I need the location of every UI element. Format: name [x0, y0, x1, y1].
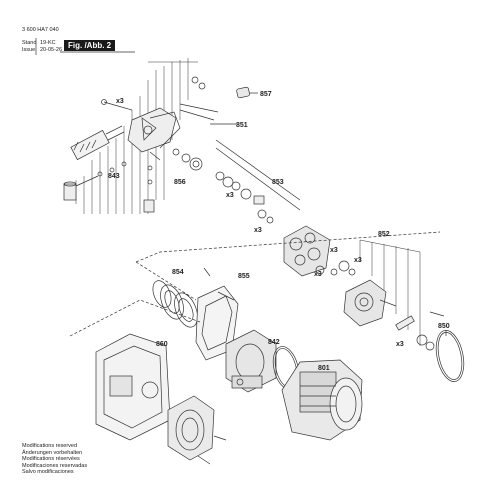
quantity-label: x3 — [330, 247, 338, 254]
quantity-label: x3 — [116, 98, 124, 105]
quantity-label: x3 — [226, 192, 234, 199]
footer-line: Änderungen vorbehalten — [22, 449, 83, 456]
bolt-top — [101, 99, 133, 111]
callout-843: 843 — [108, 173, 120, 180]
valve-chain-853 — [215, 139, 301, 224]
quantity-label: x3 — [254, 227, 262, 234]
o-ring-850 — [435, 330, 465, 382]
quantity-label: x3 — [396, 341, 404, 348]
leader-fan-852 — [359, 239, 421, 346]
valve-stack-left — [63, 161, 127, 201]
callout-860: 860 — [156, 341, 168, 348]
footer-line: Salvo modificaciones — [22, 469, 74, 476]
footer-line: Modifications réservées — [22, 456, 80, 463]
valve-chain-856 — [143, 148, 203, 213]
callout-852: 852 — [378, 231, 390, 238]
housing-860 — [69, 299, 201, 441]
quantity-label: x3 — [314, 271, 322, 278]
issue-label: Issue — [22, 47, 36, 53]
part-857 — [236, 86, 258, 99]
end-cap — [167, 395, 227, 465]
stand-label: Stand — [22, 40, 37, 46]
callout-855: 855 — [238, 273, 250, 280]
rings-854 — [152, 280, 198, 328]
motor-housing-801 — [281, 359, 363, 441]
motor-stator — [225, 329, 277, 393]
stand-value: 19-KC — [40, 40, 56, 46]
cylinder-843 — [70, 125, 125, 161]
callout-853: 853 — [272, 179, 284, 186]
footer-line: Modifications reserved — [22, 443, 78, 449]
pump-head-851 — [127, 107, 181, 153]
callout-842: 842 — [268, 339, 280, 346]
figure-label: Fig. /Abb. 2 — [64, 40, 116, 51]
callout-851: 851 — [236, 122, 248, 129]
callout-850: 850 — [438, 323, 450, 330]
pump-body-853 — [283, 225, 331, 277]
callout-854: 854 — [172, 269, 184, 276]
footer-line: Modificaciones reservadas — [22, 462, 88, 469]
callout-801: 801 — [318, 365, 330, 372]
callout-857: 857 — [260, 91, 272, 98]
bearing-housing-852 — [343, 279, 435, 351]
quantity-label: x3 — [354, 257, 362, 264]
doc-number: 3 600 HA7 040 — [22, 27, 59, 33]
footer-notes: Modifications reserved Änderungen vorbeh… — [22, 443, 87, 476]
callout-856: 856 — [174, 179, 186, 186]
issue-value: 20-05-26 — [40, 47, 63, 53]
dashed-group — [135, 231, 441, 301]
